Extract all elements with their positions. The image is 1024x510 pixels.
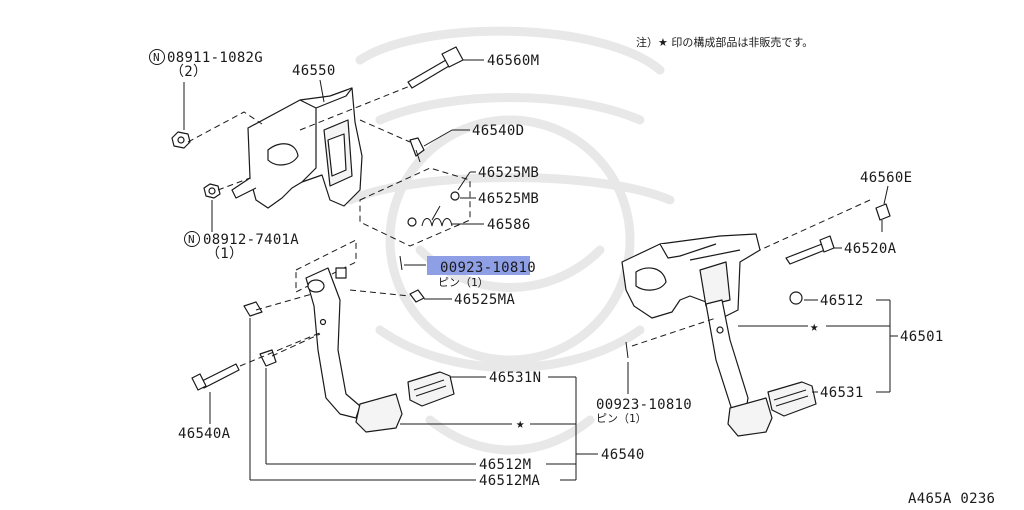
- label-46540D: 46540D: [472, 123, 524, 139]
- circled-n-icon-2: N: [184, 231, 200, 247]
- label-46512: 46512: [820, 293, 864, 309]
- svg-text:N: N: [188, 233, 195, 246]
- bushing-46512MA: [259, 349, 277, 367]
- label-00923-right: 00923-10810: [596, 397, 692, 413]
- pedal-pad-left: [355, 393, 403, 433]
- label-46512MA: 46512MA: [479, 473, 540, 489]
- nut-08912: [203, 183, 221, 199]
- pin-00923-left: [399, 255, 426, 271]
- label-00923-left[interactable]: 00923-10810: [440, 260, 536, 276]
- svg-text:N: N: [153, 51, 160, 64]
- pin-00923-right: [625, 341, 629, 359]
- star-left: ★: [516, 416, 525, 432]
- bolt-46520A: [785, 235, 835, 265]
- label-08911: 08911-1082G: [167, 50, 263, 66]
- label-08911-qty: （2）: [170, 64, 207, 80]
- pedal-pad-46531: [767, 381, 817, 417]
- label-46531N: 46531N: [489, 370, 541, 386]
- clevis-46525MA: [409, 289, 425, 303]
- bushing-46525MB: [407, 191, 460, 227]
- pedal-bracket-46550: [231, 87, 363, 209]
- label-46586: 46586: [487, 217, 531, 233]
- circled-n-icon: N: [149, 49, 165, 65]
- bushing-46512M: [243, 301, 263, 317]
- label-pin-left: ピン（1）: [438, 276, 489, 289]
- highlight-00923: [427, 256, 530, 275]
- return-spring-46586: [421, 205, 453, 227]
- brake-pedal-assembly-46501: [621, 233, 773, 437]
- label-pin-right: ピン（1）: [596, 412, 647, 425]
- figure-code: A465A 0236: [908, 491, 995, 507]
- watermark: [345, 26, 675, 455]
- label-46550: 46550: [292, 63, 336, 79]
- label-46525MA: 46525MA: [454, 292, 515, 308]
- label-08912: 08912-7401A: [203, 232, 299, 248]
- label-46540A: 46540A: [178, 426, 231, 442]
- label-46525MB-2: 46525MB: [478, 191, 539, 207]
- label-46540: 46540: [601, 447, 645, 463]
- label-46560M: 46560M: [487, 53, 539, 69]
- label-08912-qty: （1）: [206, 246, 243, 262]
- nut-08911: [171, 131, 191, 149]
- bolt-46540A: [191, 363, 240, 391]
- star-right: ★: [810, 319, 819, 335]
- bolt-46560E: [875, 203, 891, 232]
- label-46512M: 46512M: [479, 457, 531, 473]
- stud-46540D: [409, 137, 425, 163]
- note-text: 注）★ 印の構成部品は非販売です。: [636, 35, 813, 49]
- bushing-46512: [789, 291, 803, 305]
- label-46560E: 46560E: [860, 170, 912, 186]
- pedal-pad-46531N: [407, 371, 455, 407]
- label-46531: 46531: [820, 385, 864, 401]
- bolt-46560M: [299, 46, 464, 131]
- label-46501: 46501: [900, 329, 944, 345]
- label-46520A: 46520A: [844, 241, 897, 257]
- label-46525MB-1: 46525MB: [478, 165, 539, 181]
